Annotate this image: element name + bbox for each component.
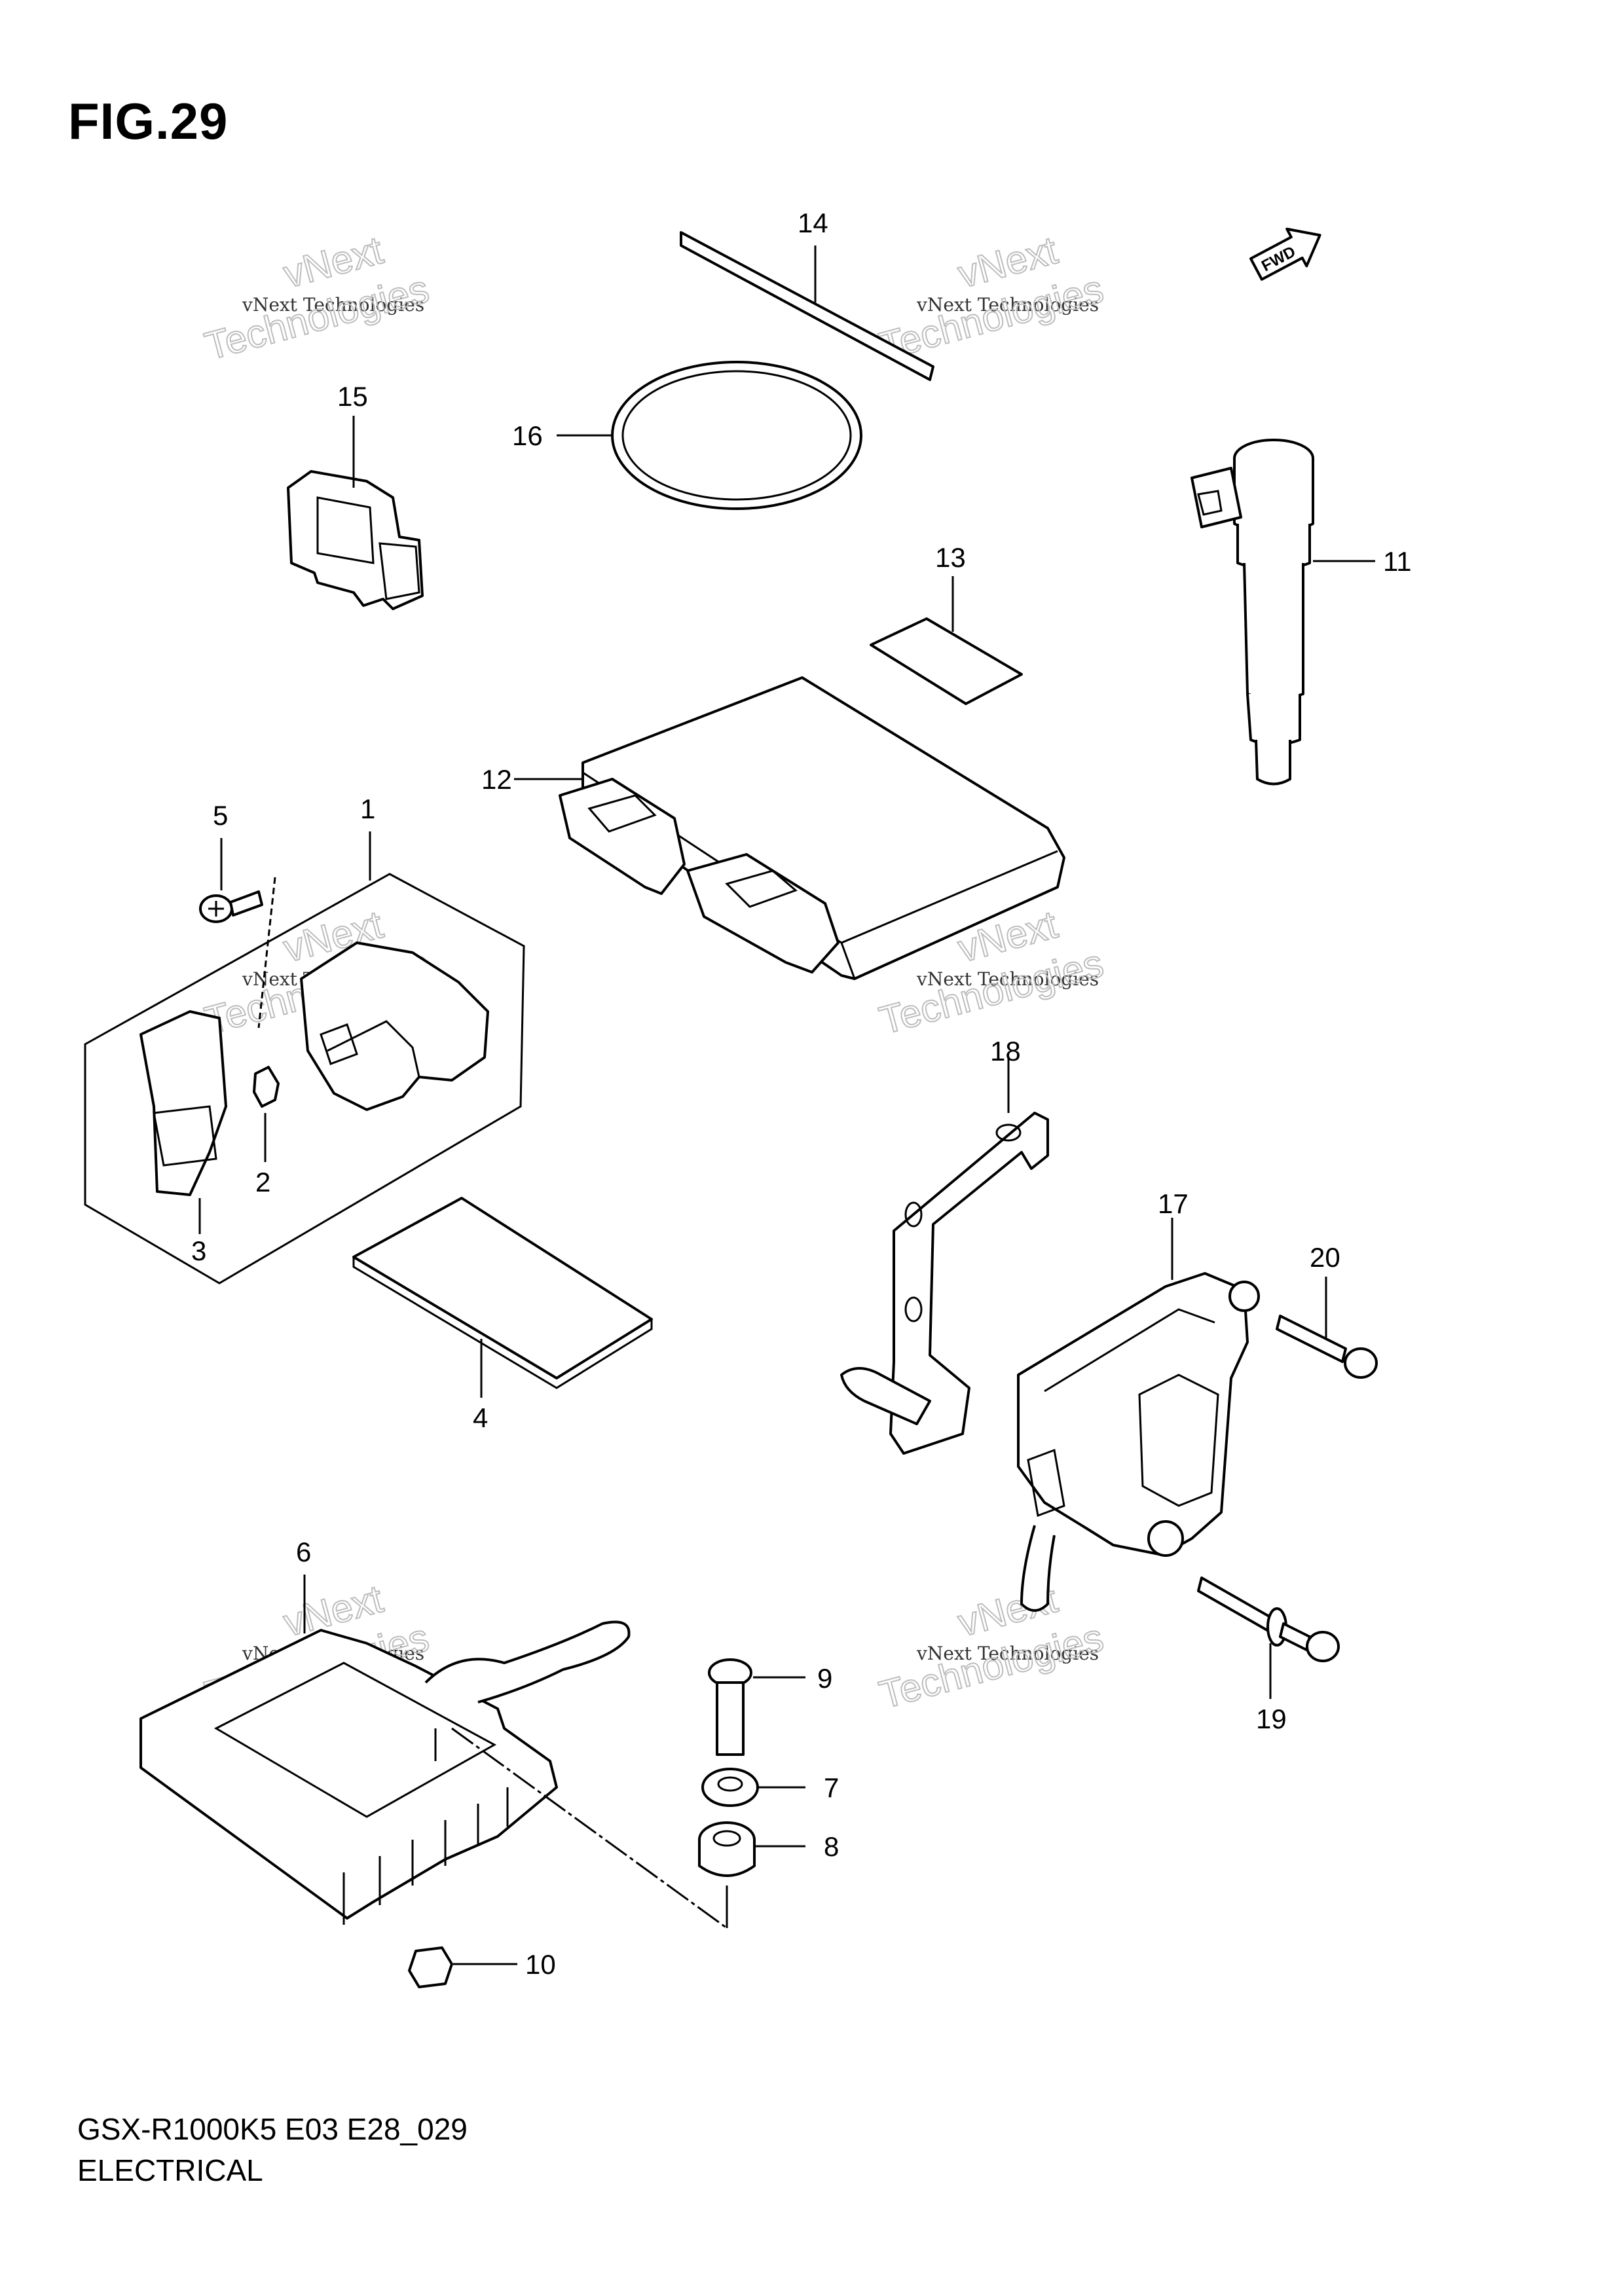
callout-11: 11	[1383, 546, 1412, 577]
part-5-screw	[199, 838, 276, 1029]
watermark: vNext vNext Technologies Technologies	[874, 1576, 1109, 1717]
watermark: vNext vNext Technologies Technologies	[874, 227, 1109, 369]
callout-labels: 1 2 3 4 5 6 7 8 9 10 11 12 13 14 15 16 1…	[191, 208, 1412, 1980]
callout-6: 6	[296, 1537, 311, 1567]
callout-16: 16	[512, 420, 543, 451]
part-8-grommet	[698, 1821, 805, 1877]
model-code-label: GSX-R1000K5 E03 E28_029	[77, 2112, 468, 2146]
part-15-relay	[287, 416, 424, 610]
part-17-sensor-module	[1017, 1218, 1260, 1612]
part-16-band-ring	[557, 361, 862, 510]
svg-text:vNext Technologies: vNext Technologies	[916, 968, 1099, 990]
part-7-washer	[701, 1768, 805, 1807]
svg-text:vNext Technologies: vNext Technologies	[916, 1643, 1099, 1664]
part-12-ecm-unit	[514, 676, 1065, 980]
part-11-ignition-coil	[1190, 439, 1375, 786]
part-13-pad	[870, 576, 1023, 705]
callout-12: 12	[481, 764, 512, 795]
figure-title: FIG.29	[68, 92, 229, 150]
callout-13: 13	[935, 542, 966, 573]
part-6-regulator-unit	[139, 1575, 728, 1929]
callout-7: 7	[824, 1772, 839, 1803]
svg-text:vNext Technologies: vNext Technologies	[242, 294, 424, 316]
callout-14: 14	[798, 208, 828, 238]
part-19-bolt	[1197, 1576, 1340, 1699]
section-label: ELECTRICAL	[77, 2153, 263, 2187]
part-20-bolt	[1276, 1277, 1378, 1379]
watermark: vNext vNext Technologies Technologies	[200, 227, 434, 369]
callout-18: 18	[990, 1036, 1021, 1066]
callout-15: 15	[337, 381, 368, 412]
callout-1: 1	[360, 793, 375, 824]
callout-8: 8	[824, 1831, 839, 1862]
part-9-bolt	[708, 1658, 805, 1756]
callout-10: 10	[525, 1949, 556, 1980]
part-18-bracket	[840, 1057, 1049, 1455]
callout-17: 17	[1158, 1188, 1189, 1219]
fwd-arrow-badge: FWD	[1249, 227, 1321, 281]
part-10-nut	[408, 1946, 517, 1988]
callout-20: 20	[1310, 1242, 1340, 1273]
callout-19: 19	[1256, 1704, 1287, 1734]
svg-text:vNext Technologies: vNext Technologies	[916, 294, 1099, 316]
callout-5: 5	[213, 800, 228, 831]
callout-3: 3	[191, 1235, 206, 1266]
callout-9: 9	[817, 1663, 832, 1694]
part-4-cushion-pad	[352, 1197, 653, 1398]
part-1-fuse-box-assembly	[84, 831, 525, 1285]
callout-2: 2	[255, 1167, 270, 1197]
callout-4: 4	[473, 1402, 488, 1433]
part-14-tape-strip	[680, 231, 934, 381]
